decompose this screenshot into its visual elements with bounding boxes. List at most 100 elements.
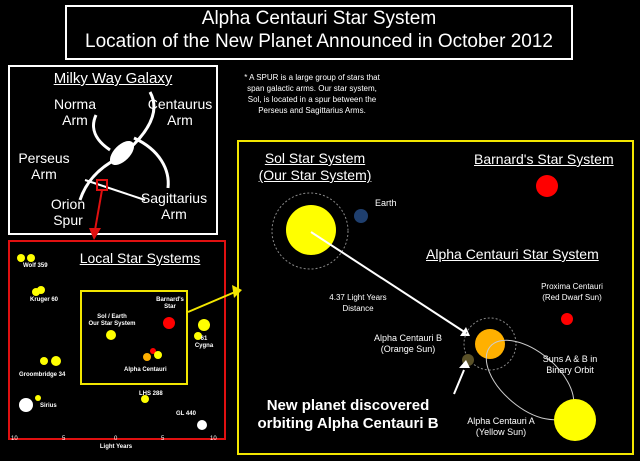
sol-label: Sol / Earth Our Star System [84,314,140,328]
sol-star-dot [106,330,116,340]
groombridge-label: Groombridge 34 [19,372,66,378]
red-arrow-head [89,228,101,240]
alpha-proxima-dot [150,348,156,354]
alpha-a-dot [154,351,162,359]
proxima-label: Proxima Centauri (Red Dwarf Sun) [530,281,614,303]
alpha-b-dot [143,353,151,361]
barnard-label: Barnard's Star [150,297,190,311]
alpha-b-label: Alpha Centauri B (Orange Sun) [363,333,453,355]
alpha-b-l1: Alpha Centauri B [373,333,443,343]
sol-label-l2: Our Star System [88,321,136,327]
galaxy-core [109,140,135,166]
title-line-2: Location of the New Planet Announced in … [85,31,553,52]
cygna-star-dot [198,319,210,331]
planet-arrow-head [459,360,470,368]
note-l2: span galactic arms. Our star system, [247,84,377,93]
norma-arm-label: Norma Arm [45,96,105,128]
spur-note: * A SPUR is a large group of stars that … [222,72,402,116]
sirius-companion-dot [35,395,41,401]
sol-system-heading: Sol Star System (Our Star System) [250,150,380,184]
sol-heading-l2: (Our Star System) [258,167,372,183]
axis-tick-3: 0 [114,436,118,442]
title-line-1: Alpha Centauri Star System [201,8,437,29]
sol-heading-l1: Sol Star System [264,150,366,166]
alpha-label: Alpha Centauri [124,367,167,373]
distance-line [310,231,467,334]
wolf-star-dot-2 [27,254,35,262]
alpha-b-sun [475,329,505,359]
perseus-l1: Perseus [18,150,70,166]
orion-l2: Spur [53,212,83,228]
alpha-b-orbit [463,317,517,371]
red-arrow-line [94,189,103,231]
note-l4: Perseus and Sagittarius Arms. [258,106,366,115]
note-l3: Sol, is located in a spur between the [247,95,377,104]
barnard-label-l1: Barnard's [156,297,184,303]
earth-label: Earth [375,198,397,208]
local-highlight-box [80,290,188,385]
sol-label-l1: Sol / Earth [97,314,127,320]
barnard-heading: Barnard's Star System [474,151,614,167]
groombridge-star-dot [40,357,48,365]
axis-tick-1: 10 [11,436,18,442]
gl-star-dot [197,420,207,430]
local-box [8,240,226,440]
norma-l2: Arm [62,112,88,128]
sirius-label: Sirius [40,403,57,409]
perseus-arm-label: Perseus Arm [14,150,74,182]
barnard-label-l2: Star [164,304,176,310]
barnard-star-dot [163,317,175,329]
proxima-sun [561,313,573,325]
alpha-a-l2: (Yellow Sun) [475,427,527,437]
lhs-label: LHS 288 [139,391,163,397]
note-l1: * A SPUR is a large group of stars that [244,73,380,82]
axis-tick-5: 10 [210,436,217,442]
distance-l1: 4.37 Light Years [329,293,387,302]
alpha-b-l2: (Orange Sun) [380,344,436,354]
planet-l1: New planet discovered [266,397,430,414]
axis-tick-2: 5 [62,436,66,442]
alpha-heading: Alpha Centauri Star System [426,246,599,262]
planet-l2: orbiting Alpha Centauri B [257,415,439,432]
kruger-label: Kruger 60 [30,297,59,303]
cygna-label: 61 Cygna [190,336,218,350]
proxima-l1: Proxima Centauri [541,282,603,291]
axis-tick-4: 5 [161,436,165,442]
proxima-l2: (Red Dwarf Sun) [542,293,602,302]
binary-label: Suns A & B in Binary Orbit [532,354,608,376]
sagittarius-l2: Arm [161,206,187,222]
centaurus-l1: Centaurus [147,96,213,112]
arm-curve-right [133,136,170,189]
galaxy-box [8,65,218,235]
centaurus-arm-label: Centaurus Arm [140,96,220,128]
perseus-l2: Arm [31,166,57,182]
orion-spur-label: Orion Spur [38,196,98,228]
planet-arrow-line [453,369,465,395]
cygna-label-l2: Cygna [194,343,214,349]
distance-label: 4.37 Light Years Distance [318,292,398,314]
alpha-a-label: Alpha Centauri A (Yellow Sun) [455,416,547,438]
sol-sun [286,205,336,255]
barnard-sun [536,175,558,197]
alpha-a-sun [554,399,596,441]
alpha-a-l1: Alpha Centauri A [467,416,535,426]
centaurus-l2: Arm [167,112,193,128]
sagittarius-arm-label: Sagittarius Arm [132,190,216,222]
new-planet-label: New planet discovered orbiting Alpha Cen… [248,397,448,433]
binary-l2: Binary Orbit [546,365,594,375]
binary-l1: Suns A & B in [542,354,598,364]
earth-planet [354,209,368,223]
orion-spur-line [84,179,146,201]
groombridge-star-dot-2 [51,356,61,366]
detail-box [237,140,634,455]
arm-curve-left [92,114,111,152]
distance-l2: Distance [342,304,374,313]
local-heading: Local Star Systems [79,250,201,266]
distance-arrow-head [460,327,470,336]
axis-label: Light Years [99,444,133,450]
gl-label: GL 440 [176,411,196,417]
cygna-star-dot-2 [194,332,202,340]
